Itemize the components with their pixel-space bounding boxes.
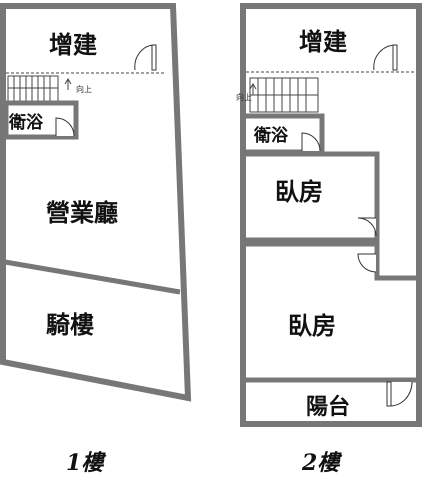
floor1-room-extension: 增建 [49,30,97,59]
floor1-room-arcade: 騎樓 [46,310,94,339]
floor1-arcade-divider [4,259,181,295]
floor1-bathroom-door-icon [55,117,75,137]
floor1-staircase [7,75,59,102]
floor1-label: 1樓 [66,450,107,476]
floor1-outer-wall [0,3,192,402]
floor2-bedroom1-wall [246,151,380,243]
floor2-plan: 向上 增建 衛浴 臥房 臥房 陽台 2樓 [236,3,422,476]
floor2-stair-note: 向上 [236,92,252,102]
floor1-stair-note: 向上 [76,84,92,94]
floor2-outer-wall [240,3,422,427]
floor1-room-business-hall: 營業廳 [46,198,118,227]
floor2-balcony-door-icon [389,381,413,407]
floor2-stair-arrow-icon [249,83,257,95]
floor1-plan: 向上 增建 衛浴 營業廳 騎樓 1樓 [0,3,192,476]
floor2-label: 2樓 [301,450,343,476]
floor2-room-bathroom: 衛浴 [253,125,289,146]
floor2-room-balcony: 陽台 [306,394,350,420]
floor2-room-extension: 增建 [299,27,347,56]
floor2-room-bedroom-1: 臥房 [275,177,323,206]
floor2-room-bedroom-2: 臥房 [288,311,336,340]
floor2-bedroom2-door-icon [357,253,377,273]
floor2-staircase [249,77,319,113]
floor1-stair-arrow-icon [64,78,72,90]
floor2-bedroom1-door-icon [357,217,377,237]
floor1-room-bathroom: 衛浴 [8,112,44,133]
floor1-bathroom-wall [3,100,79,140]
floor2-bedroom2-wall [246,241,416,281]
floor2-bathroom-door-icon [301,132,321,152]
